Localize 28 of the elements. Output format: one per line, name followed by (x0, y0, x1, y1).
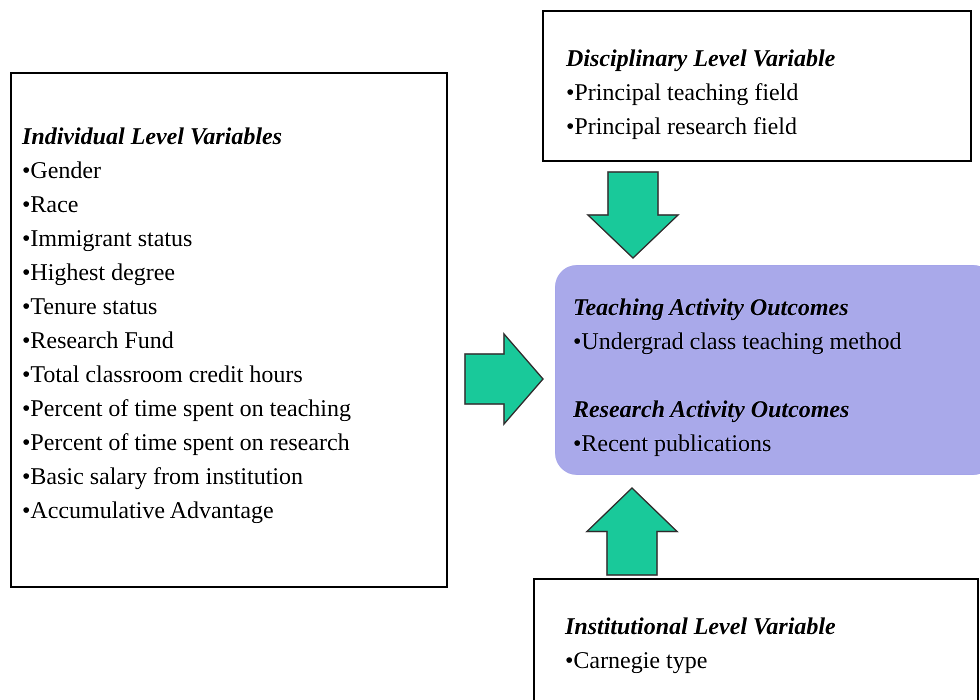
variable-box (542, 10, 972, 162)
bullet-item: •Accumulative Advantage (22, 497, 274, 526)
section-heading: Individual Level Variables (22, 123, 282, 152)
bullet-item: •Undergrad class teaching method (573, 328, 902, 357)
bullet-item: •Total classroom credit hours (22, 361, 303, 390)
section-heading: Research Activity Outcomes (573, 396, 850, 425)
bullet-item: •Percent of time spent on teaching (22, 395, 351, 424)
bullet-item: •Research Fund (22, 327, 174, 356)
bullet-item: •Carnegie type (565, 647, 708, 676)
outcome-box (555, 265, 980, 475)
bullet-item: •Race (22, 191, 78, 220)
bullet-item: •Gender (22, 157, 102, 186)
bullet-item: •Highest degree (22, 259, 176, 288)
block-arrow (586, 171, 680, 260)
section-heading: Institutional Level Variable (565, 613, 836, 642)
section-heading: Teaching Activity Outcomes (573, 294, 849, 323)
variable-box (10, 72, 448, 588)
variable-box (533, 578, 979, 700)
block-arrow (585, 486, 679, 576)
section-heading: Disciplinary Level Variable (566, 45, 836, 74)
bullet-item: •Immigrant status (22, 225, 192, 254)
bullet-item: •Basic salary from institution (22, 463, 304, 492)
bullet-item: •Percent of time spent on research (22, 429, 350, 458)
bullet-item: •Recent publications (573, 430, 772, 459)
bullet-item: •Principal research field (566, 113, 797, 142)
block-arrow (464, 332, 544, 426)
bullet-item: •Principal teaching field (566, 79, 798, 108)
bullet-item: •Tenure status (22, 293, 158, 322)
